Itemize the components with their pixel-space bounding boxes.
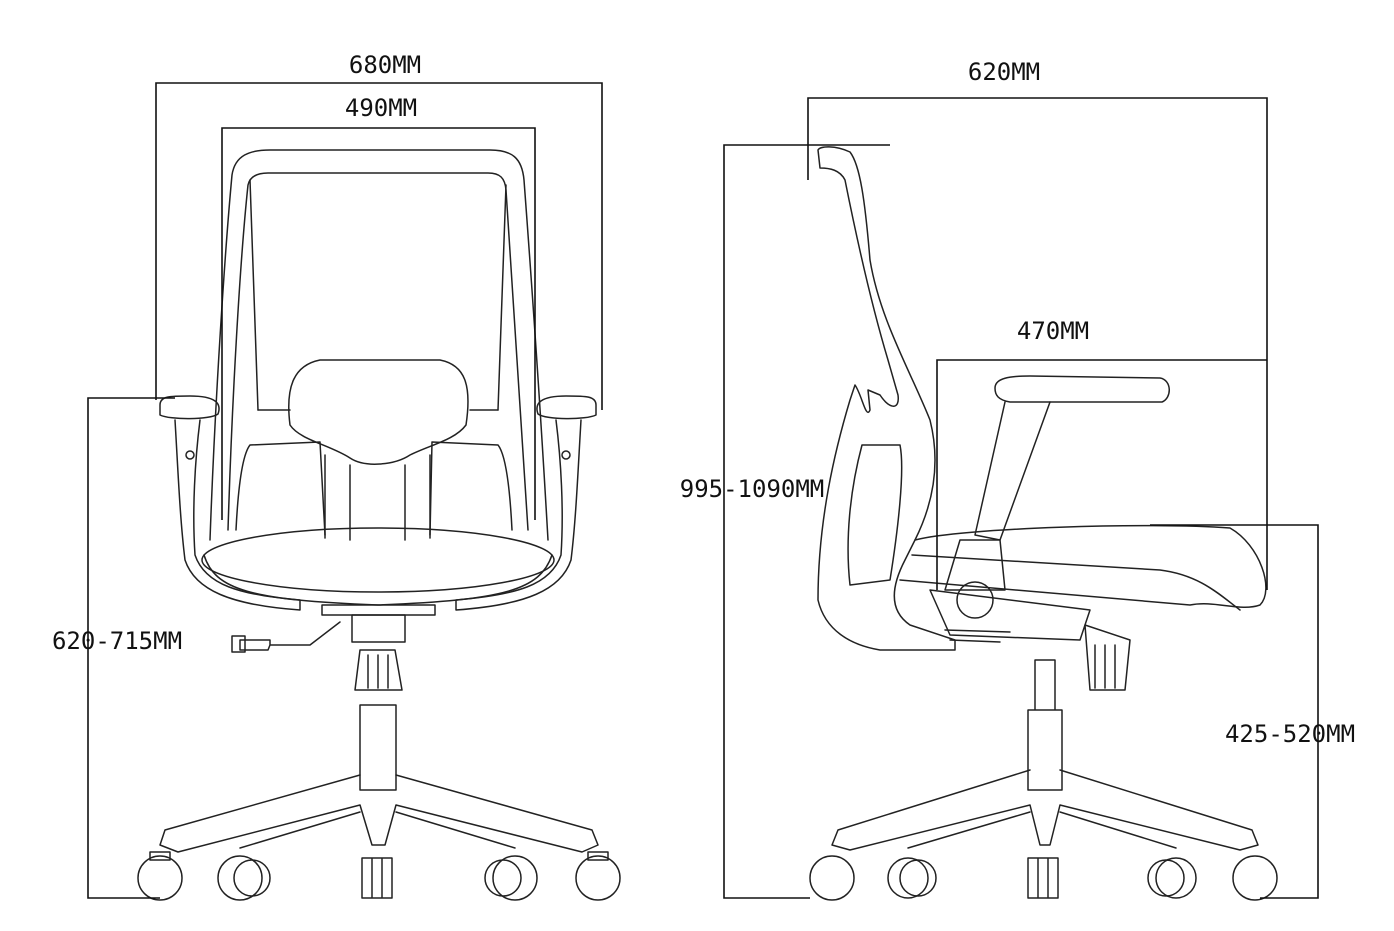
- dimension-armrest-height: 620-715MM: [52, 397, 182, 899]
- front-seat-cushions: [235, 441, 513, 541]
- overall-depth-label: 620MM: [968, 58, 1040, 86]
- front-seat: [201, 527, 555, 593]
- seat-height-label: 425-520MM: [1225, 720, 1355, 748]
- front-casters: [137, 851, 621, 901]
- side-gas-cylinder: [1027, 659, 1063, 791]
- dimension-overall-depth: 620MM: [807, 58, 1268, 590]
- dimension-seat-height: 425-520MM: [1150, 524, 1355, 899]
- seat-depth-label: 470MM: [1017, 317, 1089, 345]
- side-mechanism: [929, 581, 1131, 691]
- front-lumbar-support: [288, 359, 469, 465]
- armrest-height-label: 620-715MM: [52, 627, 182, 655]
- front-mechanism: [231, 604, 436, 691]
- dimension-overall-width: 680MM: [155, 51, 603, 410]
- front-base: [159, 774, 599, 853]
- dimension-seat-depth: 470MM: [936, 317, 1267, 590]
- front-armrest-left: [159, 395, 301, 611]
- front-gas-cylinder: [359, 704, 397, 791]
- side-backrest: [817, 146, 956, 651]
- back-width-label: 490MM: [345, 94, 417, 122]
- overall-width-label: 680MM: [349, 51, 421, 79]
- front-view-chair: [137, 149, 621, 901]
- side-armrest: [944, 375, 1170, 591]
- side-base: [831, 769, 1259, 851]
- dimension-back-width: 490MM: [221, 94, 536, 520]
- front-armrest-right: [455, 395, 597, 611]
- side-casters: [809, 855, 1278, 901]
- overall-height-label: 995-1090MM: [680, 475, 825, 503]
- side-view-chair: [809, 146, 1278, 901]
- dimension-overall-height: 995-1090MM: [680, 144, 890, 899]
- side-seat: [899, 524, 1267, 611]
- front-backrest: [209, 149, 549, 541]
